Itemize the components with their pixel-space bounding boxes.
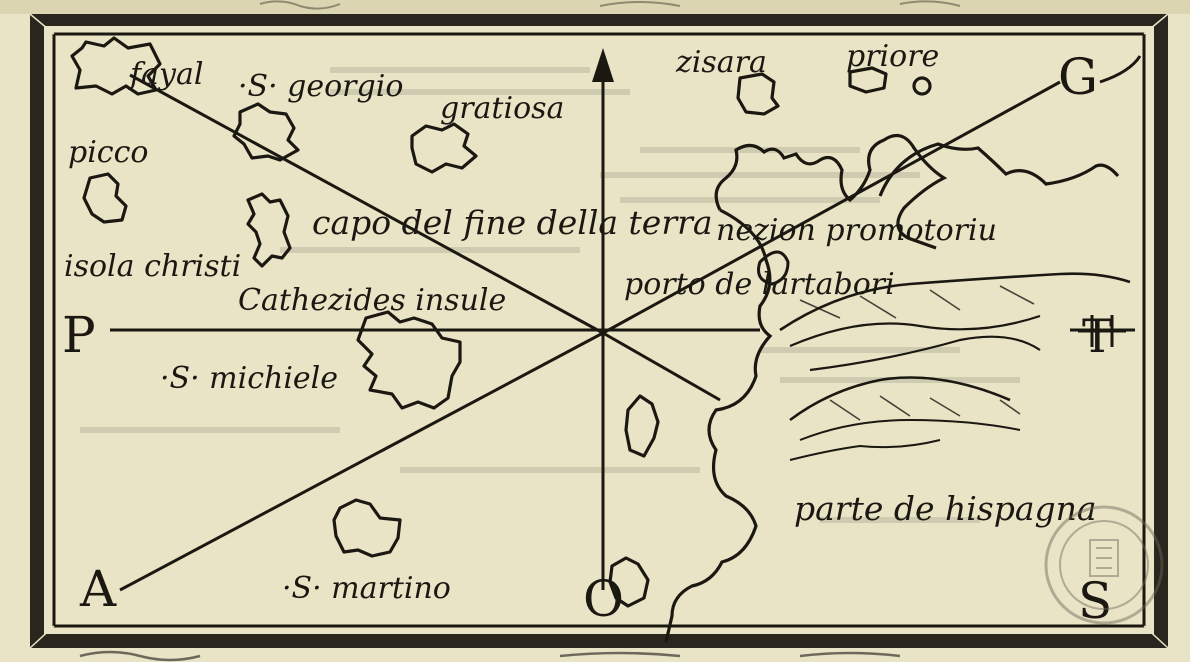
mountain-hatching [799, 285, 1035, 421]
label-parte-de-hispagna: parte de hispagna [794, 489, 1097, 528]
coastline-hispania [664, 133, 1131, 643]
mountain-ridge-6 [789, 439, 941, 461]
island-isola-christi [246, 192, 292, 268]
island-near-south [608, 556, 650, 608]
island-gratiosa [410, 122, 478, 174]
label-cathezides-insule: Cathezides insule [238, 283, 506, 318]
islet-priore [912, 76, 932, 96]
compass-letter-northeast: G [1058, 48, 1098, 106]
compass-g-flourish [1099, 55, 1142, 84]
east-cross-icon [1078, 315, 1126, 347]
label-fayal: fayal [128, 57, 203, 92]
island-fayal [70, 36, 162, 96]
label-nezion-promotoriu: nezion promotoriu [716, 213, 997, 248]
island-zisara [736, 72, 780, 116]
west-coast [664, 208, 773, 643]
label-porto-artabori: porto de lartabori [624, 267, 895, 302]
cape-hook [757, 250, 790, 286]
top-margin-strip [0, 0, 1190, 14]
label-s-michiele: ·S· michiele [160, 361, 338, 396]
label-zisara: zisara [675, 45, 767, 80]
mountain-ridge-2 [789, 314, 1041, 348]
label-priore: priore [846, 39, 939, 74]
mountain-ridge-4 [789, 376, 1011, 422]
compass-letter-east: T [1082, 309, 1113, 363]
island-s-martino [332, 498, 402, 558]
label-picco: picco [68, 135, 148, 170]
mountain-ridge-3 [809, 335, 1041, 372]
island-priore [848, 66, 888, 94]
label-s-martino: ·S· martino [282, 571, 451, 606]
compass-letter-northwest: A [79, 560, 117, 618]
top-text-fragment [259, 0, 961, 10]
library-stamp [1044, 505, 1164, 625]
compass-letter-west: P [62, 306, 96, 364]
label-capo-del-fine: capo del fine della terra [312, 203, 713, 242]
compass-letter-southeast: S [1078, 572, 1112, 630]
label-gratiosa: gratiosa [440, 91, 564, 126]
mountain-ridge-1 [779, 272, 1131, 332]
island-central-south [624, 394, 660, 458]
north-coast [714, 133, 948, 250]
show-through-texture [80, 67, 1020, 523]
place-labels: fayal ·S· georgio gratiosa picco isola c… [64, 39, 1097, 606]
mountain-ridge-5 [799, 418, 1021, 441]
label-s-georgio: ·S· georgio [238, 69, 403, 104]
north-east-coast [878, 142, 1120, 197]
bottom-text-fragment [79, 650, 901, 662]
label-isola-christi: isola christi [64, 249, 241, 284]
island-s-georgio [232, 102, 300, 162]
island-s-michiele [356, 310, 462, 410]
north-arrow-icon [592, 48, 614, 82]
islands [70, 36, 932, 608]
island-picco [82, 172, 128, 224]
